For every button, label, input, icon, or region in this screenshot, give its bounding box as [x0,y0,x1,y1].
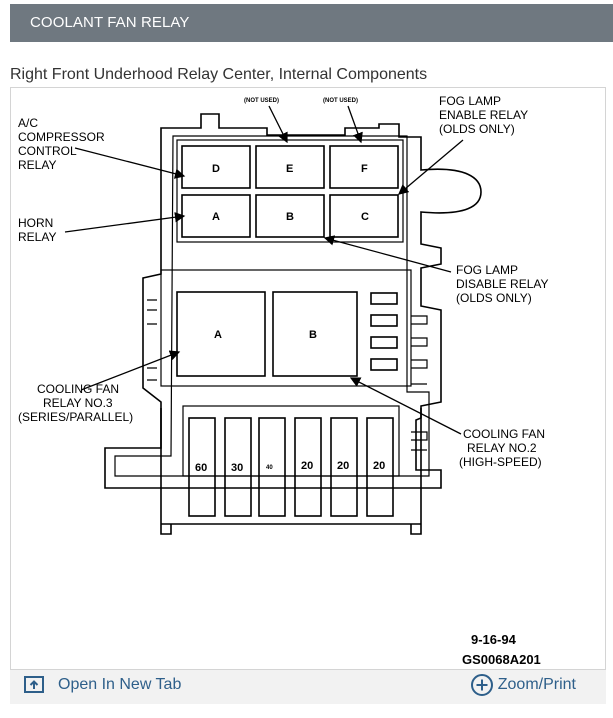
mini-relay [370,358,398,371]
label-cf2-line1: COOLING FAN [463,427,545,441]
open-in-new-tab-icon [24,676,46,694]
label-ac-line1: A/C [18,116,38,130]
leader-cf2 [349,377,462,435]
middle-relay-frame [160,269,412,387]
label-fog-enable-line2: ENABLE RELAY [439,108,528,122]
label-horn-line2: RELAY [18,230,56,244]
relay-b [255,194,325,238]
leader-not-used-2 [347,105,363,144]
label-fog-disable-line1: FOG LAMP [456,263,518,277]
zoom-print-label: Zoom/Print [497,676,576,693]
label-fog-disable-line2: DISABLE RELAY [456,277,548,291]
label-fog-enable-line1: FOG LAMP [439,94,501,108]
leader-cf3 [80,350,181,391]
housing-inner [114,135,430,477]
relay-c [329,194,399,238]
page-header: COOLANT FAN RELAY [10,4,613,42]
leader-horn [64,212,186,233]
stamp-code: GS0068A201 [462,652,541,667]
label-cf2-line2: RELAY NO.2 [467,441,537,455]
label-cf2-line3: (HIGH-SPEED) [459,455,542,469]
relay-big-b [272,291,358,377]
leader-ac [74,147,186,179]
upper-relay-frame [176,139,404,243]
leader-fog-enable [398,139,464,195]
label-horn-line1: HORN [18,216,53,230]
relay-center-diagram: (NOT USED) (NOT USED) A/C COMPRESSOR CON… [18,94,548,667]
page-title: COOLANT FAN RELAY [30,14,190,31]
zoom-plus-icon [470,673,494,697]
label-cf3-line3: (SERIES/PARALLEL) [18,410,133,424]
stamp-date: 9-16-94 [471,632,517,647]
fuse-slot [330,417,358,517]
label-fog-disable-line3: (OLDS ONLY) [456,291,532,305]
relay-a-label: A [212,211,220,223]
relay-b-label: B [286,211,294,223]
relay-big-b-label: B [309,329,317,341]
fuse-rating: 20 [373,460,385,472]
diagram-figure[interactable]: (NOT USED) (NOT USED) A/C COMPRESSOR CON… [10,87,606,670]
fuse-slot [294,417,322,517]
fuse-frame [182,405,400,477]
relay-d [181,145,251,189]
label-ac-line4: RELAY [18,158,56,172]
relay-big-a [176,291,266,377]
label-not-used-1: (NOT USED) [244,98,279,104]
label-cf3-line2: RELAY NO.3 [43,396,113,410]
relay-d-label: D [212,163,220,175]
fuse-slot [224,417,252,517]
fuse-rating: 20 [337,460,349,472]
mini-relay [370,314,398,327]
relay-e-label: E [286,163,293,175]
fuse-slot [188,417,216,517]
relay-f-label: F [361,163,368,175]
label-cf3-line1: COOLING FAN [37,382,119,396]
leader-fog-disable [323,235,452,273]
housing-base [160,408,422,535]
fuse-rating: 30 [231,462,243,474]
fuse-slot [366,417,394,517]
leader-not-used-1 [268,105,288,144]
label-fog-enable-line3: (OLDS ONLY) [439,122,515,136]
figure-footer: Open In New Tab Zoom/Print [10,670,606,704]
label-not-used-2: (NOT USED) [323,98,358,104]
fuse-slot [258,417,286,517]
relay-f [329,145,399,189]
mini-relay [370,336,398,349]
fuse-rating: 60 [195,462,207,474]
figure-caption: Right Front Underhood Relay Center, Inte… [10,66,428,83]
zoom-print-link[interactable]: Zoom/Print [470,673,576,697]
open-in-new-tab-label: Open In New Tab [58,676,182,693]
label-ac-line2: COMPRESSOR [18,130,105,144]
open-in-new-tab-link[interactable]: Open In New Tab [24,676,181,694]
mini-relay [370,292,398,305]
relay-c-label: C [361,211,369,223]
relay-big-a-label: A [214,329,222,341]
fuse-rating: 40 [266,465,273,471]
fuse-rating: 20 [301,460,313,472]
label-ac-line3: CONTROL [18,144,77,158]
relay-e [255,145,325,189]
